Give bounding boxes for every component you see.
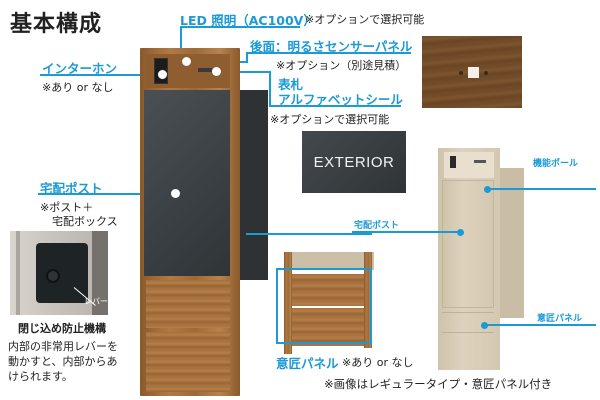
nameplate-label-2: アルファベットシール xyxy=(278,92,403,107)
panel-slat-1 xyxy=(292,274,364,306)
delivery-post-note-2: 宅配ボックス xyxy=(52,215,118,228)
panel-right-post xyxy=(364,252,372,348)
led-note: ※オプションで選択可能 xyxy=(305,13,425,26)
beige-divider-2 xyxy=(442,332,494,333)
intercom-leader xyxy=(40,74,156,76)
lock-title: 閉じ込め防止機構 xyxy=(18,322,106,335)
lock-desc-2: 動かすと、内部からあ xyxy=(8,355,118,368)
nameplate-label-1: 表札 xyxy=(278,77,304,92)
lock-desc-3: けられます。 xyxy=(8,370,73,383)
beige-post-leader xyxy=(352,231,460,233)
sensor-leader-v xyxy=(246,52,248,62)
pole-dot xyxy=(484,186,491,193)
panel-slat-2 xyxy=(292,308,364,346)
beige-intercom xyxy=(450,156,456,168)
rail xyxy=(16,231,20,315)
nameplate-note: ※オプションで選択可能 xyxy=(270,113,390,126)
led-underline xyxy=(180,26,300,28)
design-panel-leader xyxy=(246,233,372,235)
pole-leader xyxy=(488,188,596,190)
exterior-text: EXTERIOR xyxy=(313,153,395,171)
delivery-post-note-1: ※ポスト＋ xyxy=(40,201,94,214)
intercom-note: ※あり or なし xyxy=(42,81,114,94)
beige-panel-leader xyxy=(485,324,596,326)
beige-divider-1 xyxy=(442,312,494,313)
exterior-plate: EXTERIOR xyxy=(302,131,406,193)
intercom-label: インターホン xyxy=(42,61,118,76)
main-unit xyxy=(138,48,268,398)
delivery-post-door xyxy=(144,90,230,276)
lock-photo: レバー xyxy=(10,231,108,315)
design-panel-note: ※あり or なし xyxy=(342,356,414,369)
sensor-leader-h xyxy=(236,61,248,63)
sensor-underline xyxy=(246,52,411,54)
pole-label: 機能ポール xyxy=(533,159,579,169)
delivery-post-label: 宅配ポスト xyxy=(40,181,103,196)
panel-top-beige xyxy=(286,252,374,270)
delivery-post-leader xyxy=(38,193,171,195)
nameplate-leader-v xyxy=(269,71,271,107)
beige-slot xyxy=(474,160,486,163)
nameplate-leader-h xyxy=(218,71,270,73)
nameplate-dot xyxy=(212,67,221,76)
beige-post-dot xyxy=(457,229,464,236)
screw-left xyxy=(459,71,463,75)
page-title: 基本構成 xyxy=(10,12,103,37)
lever-label: レバー xyxy=(84,297,108,306)
beige-panel-label: 意匠パネル xyxy=(537,314,583,324)
design-panel-photo xyxy=(278,252,374,354)
design-panel-label: 意匠パネル xyxy=(276,356,339,371)
nameplate-underline xyxy=(269,105,401,107)
door-edge xyxy=(92,231,108,315)
panel-left-post xyxy=(284,252,292,354)
footer-note: ※画像はレギュラータイプ・意匠パネル付き xyxy=(324,377,553,391)
sensor-note: ※オプション（別途見積） xyxy=(276,59,407,72)
sensor-label: 後面：明るさセンサーパネル xyxy=(250,39,413,54)
lock-desc-1: 内部の非常用レバーを xyxy=(8,340,118,353)
lower-panel-1 xyxy=(146,280,230,328)
beige-door xyxy=(442,180,494,308)
beige-unit xyxy=(438,148,528,370)
design-panel-highlight xyxy=(276,268,372,344)
delivery-post-dot xyxy=(171,189,180,198)
intercom-dot xyxy=(158,70,167,79)
nameplate-slot xyxy=(198,68,212,72)
beige-post-label: 宅配ポスト xyxy=(354,221,400,231)
led-label: LED 照明（AC100V） xyxy=(180,13,316,28)
led-leader xyxy=(180,26,182,56)
led-dot xyxy=(182,57,191,66)
lock-knob xyxy=(46,269,60,283)
sensor-window xyxy=(468,67,479,78)
screw-right xyxy=(484,71,488,75)
sensor-panel-photo xyxy=(422,36,522,108)
beige-panel-dot xyxy=(481,322,488,329)
lower-panel-2 xyxy=(146,332,230,392)
